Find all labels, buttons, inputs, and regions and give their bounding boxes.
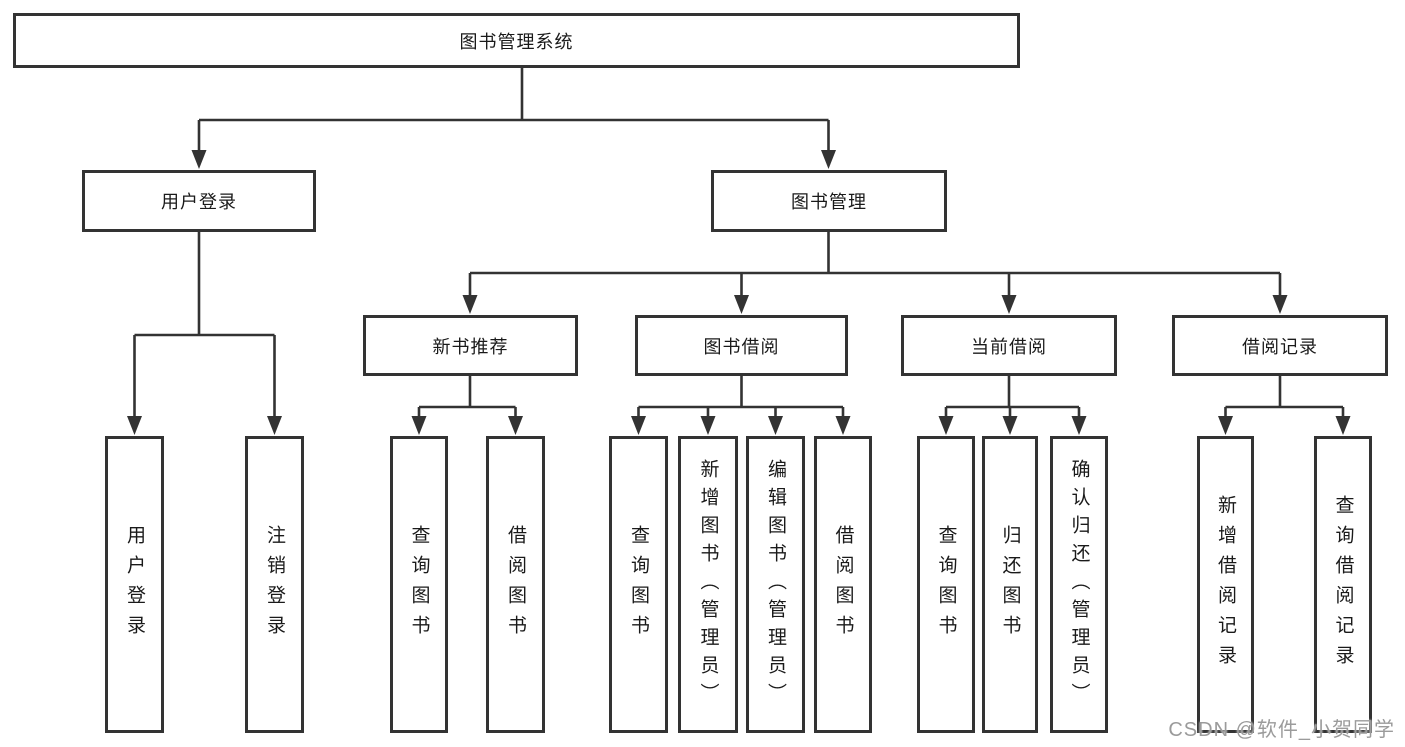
- leaf-query-book-recommend: 查询图书: [390, 436, 448, 733]
- node-label: 归还图书: [999, 524, 1021, 645]
- leaf-add-book-admin: 新增图书（管理员）: [678, 436, 738, 733]
- node-label: 借阅图书: [832, 524, 854, 645]
- csdn-watermark: CSDN @软件_小贺同学: [1168, 719, 1395, 741]
- node-label: 新增图书（管理员）: [697, 458, 719, 711]
- node-book-management: 图书管理: [711, 170, 947, 232]
- node-label: 查询图书: [628, 524, 649, 645]
- node-label: 编辑图书（管理员）: [765, 458, 786, 711]
- node-label: 图书管理: [791, 192, 867, 212]
- node-label: 查询图书: [408, 524, 430, 645]
- node-label: 图书借阅: [703, 336, 780, 357]
- node-label: 借阅记录: [1242, 336, 1318, 357]
- node-label: 用户登录: [161, 192, 237, 212]
- leaf-borrow-book-recommend: 借阅图书: [486, 436, 545, 733]
- node-label: 确认归还（管理员）: [1068, 458, 1090, 711]
- node-label: 图书管理系统: [459, 31, 574, 52]
- node-borrow-records: 借阅记录: [1172, 315, 1388, 376]
- node-label: 查询借阅记录: [1332, 494, 1354, 675]
- leaf-return-book: 归还图书: [982, 436, 1038, 733]
- node-current-borrow: 当前借阅: [901, 315, 1117, 376]
- node-label: 注销登录: [264, 524, 285, 645]
- node-label: 新书推荐: [432, 336, 509, 357]
- node-label: 新增借阅记录: [1215, 494, 1236, 675]
- node-label: 借阅图书: [505, 524, 526, 645]
- node-book-borrow: 图书借阅: [635, 315, 848, 376]
- leaf-query-borrow-record: 查询借阅记录: [1314, 436, 1372, 733]
- leaf-add-borrow-record: 新增借阅记录: [1197, 436, 1254, 733]
- node-label: 当前借阅: [971, 336, 1047, 357]
- leaf-confirm-return-admin: 确认归还（管理员）: [1050, 436, 1108, 733]
- node-root-system: 图书管理系统: [13, 13, 1020, 68]
- leaf-edit-book-admin: 编辑图书（管理员）: [746, 436, 805, 733]
- node-label: 用户登录: [124, 524, 145, 645]
- leaf-query-book-current: 查询图书: [917, 436, 975, 733]
- leaf-user-login: 用户登录: [105, 436, 164, 733]
- leaf-logout: 注销登录: [245, 436, 304, 733]
- leaf-borrow-book: 借阅图书: [814, 436, 872, 733]
- node-new-book-recommend: 新书推荐: [363, 315, 578, 376]
- node-user-login: 用户登录: [82, 170, 316, 232]
- node-label: 查询图书: [935, 524, 957, 645]
- leaf-query-book-borrow: 查询图书: [609, 436, 668, 733]
